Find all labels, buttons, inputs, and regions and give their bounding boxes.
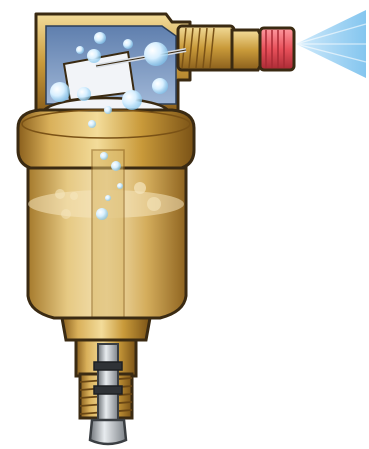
air-spray-jet [296, 10, 366, 78]
red-cap [260, 28, 294, 70]
outlet-nozzle [178, 26, 294, 70]
float-body [28, 150, 186, 318]
